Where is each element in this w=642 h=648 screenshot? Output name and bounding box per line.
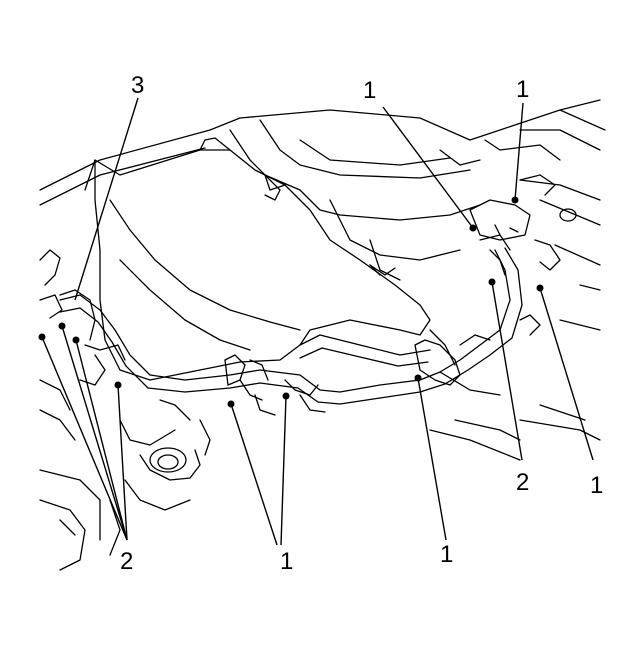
exhaust-hanger-right	[414, 174, 577, 386]
callout-2-right: 2	[516, 469, 530, 496]
callout-1-bottom-left: 1	[280, 548, 294, 575]
callout-1-top-center: 1	[363, 77, 377, 104]
callout-1-far-right: 1	[590, 472, 604, 499]
fasteners	[38, 196, 544, 408]
callout-1-top-right: 1	[516, 76, 530, 103]
underbody-floor-pan	[39, 99, 606, 461]
heat-shield	[84, 137, 431, 381]
front-pipe-left	[39, 249, 211, 571]
leader-lines	[41, 97, 594, 546]
callout-3: 3	[131, 72, 145, 99]
callout-1-bottom-center: 1	[440, 541, 454, 568]
callout-2-left: 2	[120, 548, 134, 575]
exhaust-pipe	[59, 234, 523, 405]
exhaust-hanger-center	[224, 354, 326, 416]
